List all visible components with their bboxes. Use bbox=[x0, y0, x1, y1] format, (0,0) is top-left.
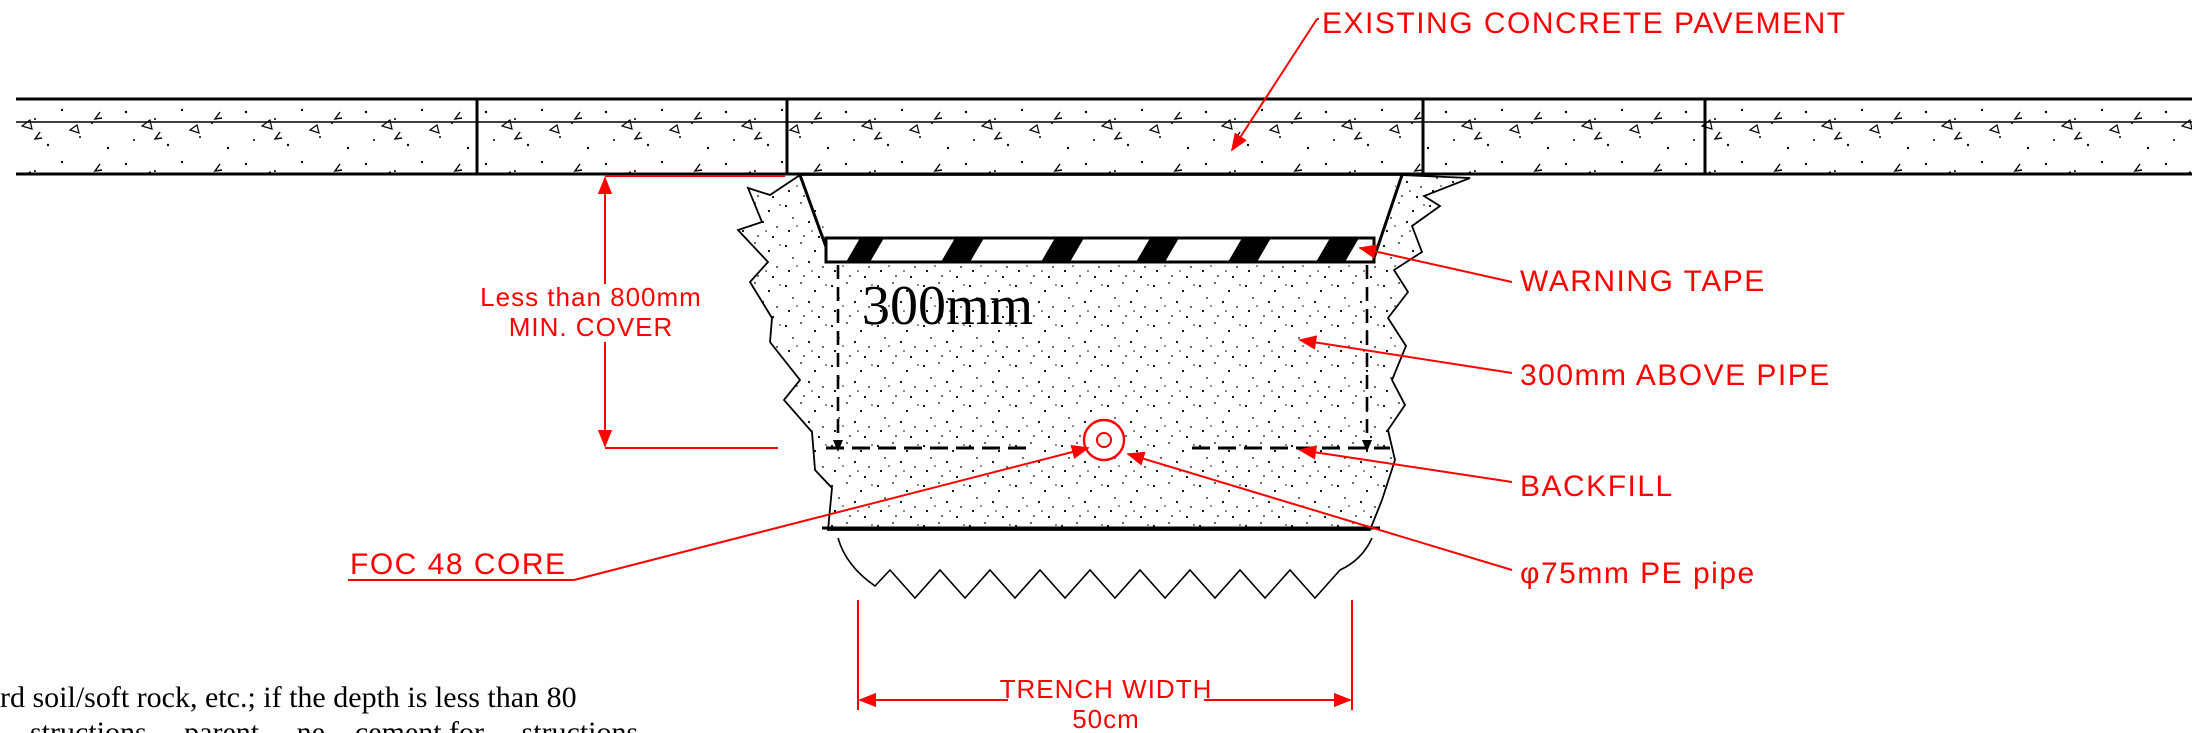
above-pipe-leader bbox=[1298, 335, 1513, 374]
label-min-cover-line2: MIN. COVER bbox=[509, 312, 674, 342]
pavement-leader bbox=[1231, 18, 1318, 152]
label-foc-48-core: FOC 48 CORE bbox=[350, 548, 567, 581]
note-line-1: rd soil/soft rock, etc.; if the depth is… bbox=[0, 681, 577, 714]
label-warning-tape: WARNING TAPE bbox=[1520, 265, 1766, 298]
label-300mm: 300mm bbox=[862, 275, 1033, 337]
foc-leader bbox=[573, 445, 1090, 581]
min-cover-dimension: Less than 800mm MIN. COVER bbox=[480, 175, 785, 449]
existing-concrete-pavement bbox=[16, 97, 2192, 176]
label-min-cover-line1: Less than 800mm bbox=[480, 282, 702, 312]
pe-pipe-leader bbox=[1126, 451, 1513, 571]
label-trench-width-line1: TRENCH WIDTH bbox=[1000, 674, 1213, 704]
pe-pipe-75mm bbox=[1082, 418, 1126, 462]
trench-soil-outline bbox=[736, 174, 1471, 531]
backfill-leader bbox=[1298, 445, 1513, 483]
label-300mm-above-pipe: 300mm ABOVE PIPE bbox=[1520, 359, 1831, 392]
label-existing-pavement: EXISTING CONCRETE PAVEMENT bbox=[1322, 7, 1847, 40]
note-line-2: …structions …parent …ne…cement for …stru… bbox=[0, 716, 638, 733]
label-pe-pipe: φ75mm PE pipe bbox=[1520, 557, 1756, 590]
warning-tape-leader bbox=[1358, 244, 1513, 283]
warning-tape bbox=[824, 236, 1376, 264]
label-trench-width-line2: 50cm bbox=[1072, 704, 1140, 733]
trench-width-dimension: TRENCH WIDTH 50cm bbox=[857, 600, 1353, 733]
trench-walls bbox=[798, 174, 1404, 259]
pipe-zone-dashed-box bbox=[826, 265, 1390, 452]
rock-zigzag bbox=[837, 537, 1373, 600]
label-backfill: BACKFILL bbox=[1520, 470, 1674, 503]
